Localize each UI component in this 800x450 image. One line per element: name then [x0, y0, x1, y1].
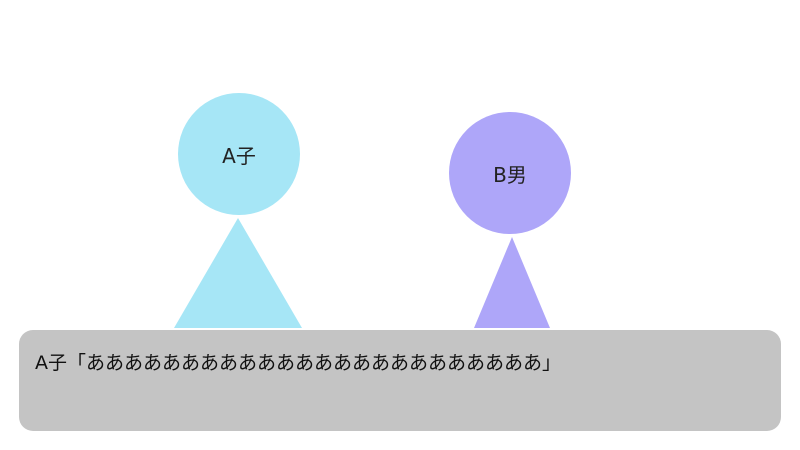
dialogue-box[interactable]: A子「ああああああああああああああああああああああああ」	[19, 330, 781, 431]
character-a-body	[174, 218, 302, 328]
character-b-body	[474, 237, 550, 328]
dialogue-line: A子「ああああああああああああああああああああああああ」	[35, 352, 765, 375]
character-a-name: A子	[222, 143, 256, 168]
dialogue-text: 「ああああああああああああああああああああああああ」	[67, 352, 562, 374]
character-a-head: A子	[178, 93, 300, 215]
character-b-head: B男	[449, 112, 571, 234]
dialogue-speaker: A子	[35, 352, 67, 374]
character-b-name: B男	[493, 162, 527, 187]
